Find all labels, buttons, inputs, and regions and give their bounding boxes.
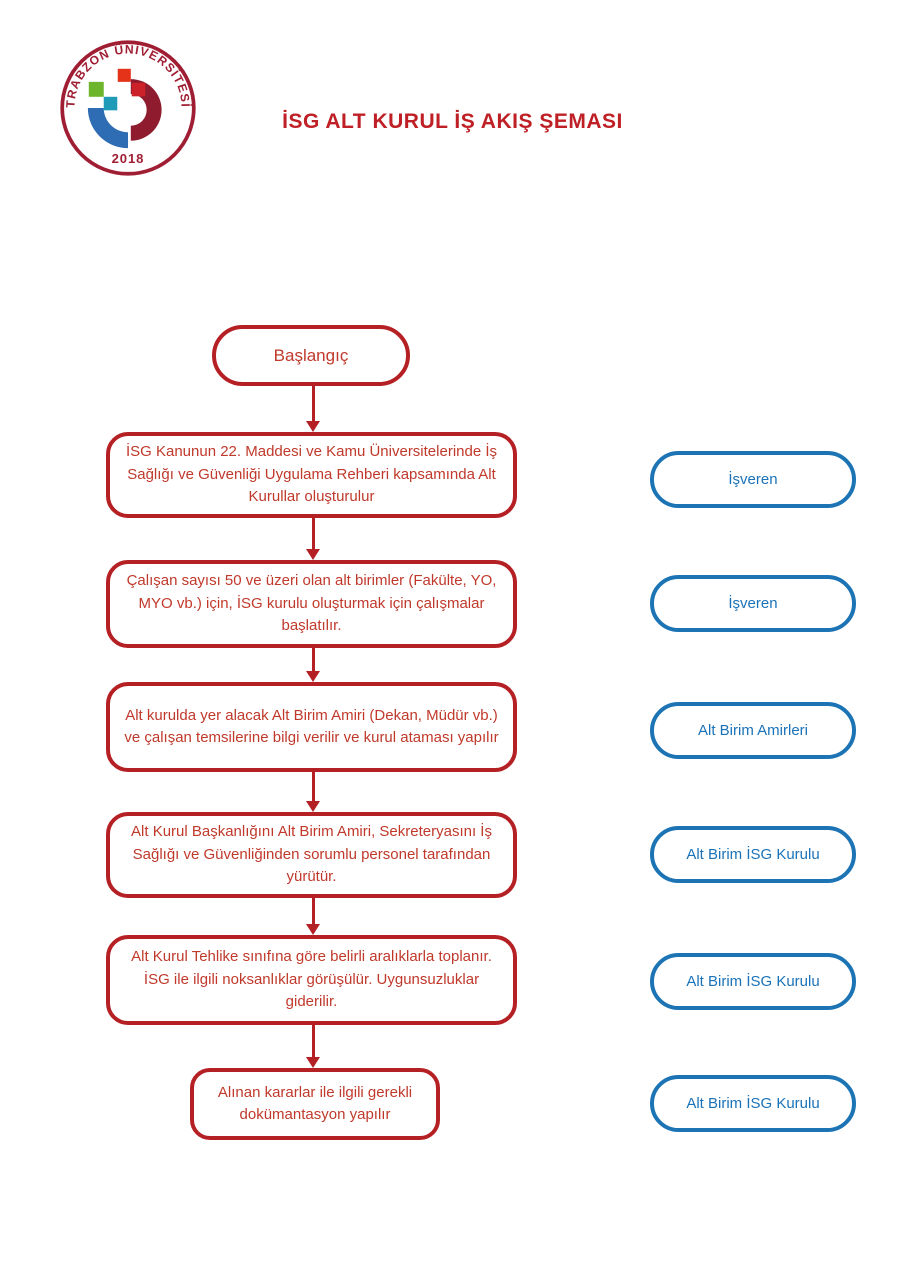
actor-pill: Alt Birim İSG Kurulu	[650, 1075, 856, 1132]
university-logo: TRABZON ÜNİVERSİTESİ 2018	[60, 40, 196, 176]
logo-green-square	[88, 81, 104, 97]
page-title: İSG ALT KURUL İŞ AKIŞ ŞEMASI	[282, 110, 623, 133]
actor-pill: Alt Birim İSG Kurulu	[650, 826, 856, 883]
actor-pill: Alt Birim Amirleri	[650, 702, 856, 759]
arrow-connector	[306, 1025, 320, 1068]
arrow-connector	[306, 386, 320, 432]
logo-blue-swoosh	[87, 108, 128, 149]
arrow-connector	[306, 518, 320, 560]
arrow-connector	[306, 898, 320, 935]
logo-darkred-square	[131, 82, 146, 97]
logo-red-square	[117, 68, 131, 82]
actor-pill: İşveren	[650, 451, 856, 508]
arrow-connector	[306, 772, 320, 812]
flow-step-box: Alt Kurul Tehlike sınıfına göre belirli …	[106, 935, 517, 1025]
start-node: Başlangıç	[212, 325, 410, 386]
flow-step-box: Çalışan sayısı 50 ve üzeri olan alt biri…	[106, 560, 517, 648]
actor-pill: İşveren	[650, 575, 856, 632]
flow-step-box: Alt kurulda yer alacak Alt Birim Amiri (…	[106, 682, 517, 772]
logo-teal-square	[103, 96, 118, 111]
logo-year: 2018	[112, 151, 145, 166]
flow-step-box: Alınan kararlar ile ilgili gerekli doküm…	[190, 1068, 440, 1140]
logo-ring	[60, 40, 196, 176]
actor-pill: Alt Birim İSG Kurulu	[650, 953, 856, 1010]
flow-step-box: İSG Kanunun 22. Maddesi ve Kamu Üniversi…	[106, 432, 517, 518]
arrow-connector	[306, 648, 320, 682]
flow-step-box: Alt Kurul Başkanlığını Alt Birim Amiri, …	[106, 812, 517, 898]
